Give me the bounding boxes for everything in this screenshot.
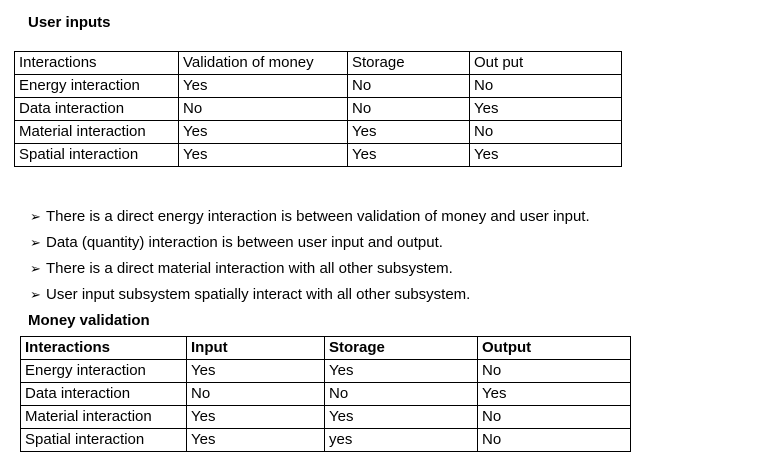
table-cell: yes — [324, 428, 478, 452]
column-header: Storage — [324, 336, 478, 360]
table-cell: Data interaction — [14, 97, 179, 121]
table-cell: No — [186, 382, 325, 406]
table-row: Material interaction Yes Yes No — [14, 120, 622, 144]
arrow-bullet-icon: ➢ — [30, 209, 41, 224]
table-row: Spatial interaction Yes yes No — [20, 428, 631, 452]
bullet-text: Data (quantity) interaction is between u… — [46, 234, 443, 251]
arrow-bullet-icon: ➢ — [30, 235, 41, 250]
table-cell: Yes — [477, 382, 631, 406]
table-cell: No — [347, 74, 470, 98]
table-row: Spatial interaction Yes Yes Yes — [14, 143, 622, 167]
table-cell: Material interaction — [20, 405, 187, 429]
table-cell: Yes — [178, 120, 348, 144]
user-inputs-table: Interactions Validation of money Storage… — [14, 51, 622, 167]
bullet-text: There is a direct energy interaction is … — [46, 208, 590, 225]
table-cell: No — [178, 97, 348, 121]
bullet-text: There is a direct material interaction w… — [46, 260, 453, 277]
column-header: Storage — [347, 51, 470, 75]
table-header-row: Interactions Validation of money Storage… — [14, 51, 622, 75]
table-cell: Yes — [186, 405, 325, 429]
table-cell: Yes — [178, 74, 348, 98]
column-header: Validation of money — [178, 51, 348, 75]
table-cell: Yes — [347, 120, 470, 144]
column-header: Out put — [469, 51, 622, 75]
table-cell: No — [469, 120, 622, 144]
table-cell: No — [477, 405, 631, 429]
table-cell: No — [347, 97, 470, 121]
arrow-bullet-icon: ➢ — [30, 261, 41, 276]
list-item: ➢ There is a direct energy interaction is… — [30, 206, 590, 232]
table-header-row: Interactions Input Storage Output — [20, 336, 631, 360]
table-cell: Spatial interaction — [14, 143, 179, 167]
table-cell: Yes — [186, 359, 325, 383]
table-cell: No — [324, 382, 478, 406]
table-row: Energy interaction Yes No No — [14, 74, 622, 98]
table-row: Data interaction No No Yes — [14, 97, 622, 121]
list-item: ➢ There is a direct material interaction … — [30, 258, 590, 284]
bullet-list: ➢ There is a direct energy interaction is… — [30, 206, 590, 310]
table-cell: Yes — [178, 143, 348, 167]
column-header: Input — [186, 336, 325, 360]
column-header: Interactions — [14, 51, 179, 75]
table-cell: No — [477, 428, 631, 452]
table-cell: No — [477, 359, 631, 383]
table-row: Energy interaction Yes Yes No — [20, 359, 631, 383]
table-cell: Yes — [469, 97, 622, 121]
section-title-money-validation: Money validation — [28, 312, 150, 329]
table-cell: Material interaction — [14, 120, 179, 144]
column-header: Interactions — [20, 336, 187, 360]
list-item: ➢ User input subsystem spatially interact… — [30, 284, 590, 310]
table-cell: Yes — [324, 359, 478, 383]
table-row: Data interaction No No Yes — [20, 382, 631, 406]
bullet-text: User input subsystem spatially interact … — [46, 286, 471, 303]
table-cell: Energy interaction — [20, 359, 187, 383]
table-cell: Spatial interaction — [20, 428, 187, 452]
column-header: Output — [477, 336, 631, 360]
list-item: ➢ Data (quantity) interaction is between … — [30, 232, 590, 258]
table-cell: No — [469, 74, 622, 98]
table-cell: Energy interaction — [14, 74, 179, 98]
table-cell: Yes — [469, 143, 622, 167]
arrow-bullet-icon: ➢ — [30, 287, 41, 302]
money-validation-table: Interactions Input Storage Output Energy… — [20, 336, 631, 452]
section-title-user-inputs: User inputs — [28, 14, 111, 31]
table-row: Material interaction Yes Yes No — [20, 405, 631, 429]
table-cell: Data interaction — [20, 382, 187, 406]
table-cell: Yes — [324, 405, 478, 429]
table-cell: Yes — [347, 143, 470, 167]
table-cell: Yes — [186, 428, 325, 452]
